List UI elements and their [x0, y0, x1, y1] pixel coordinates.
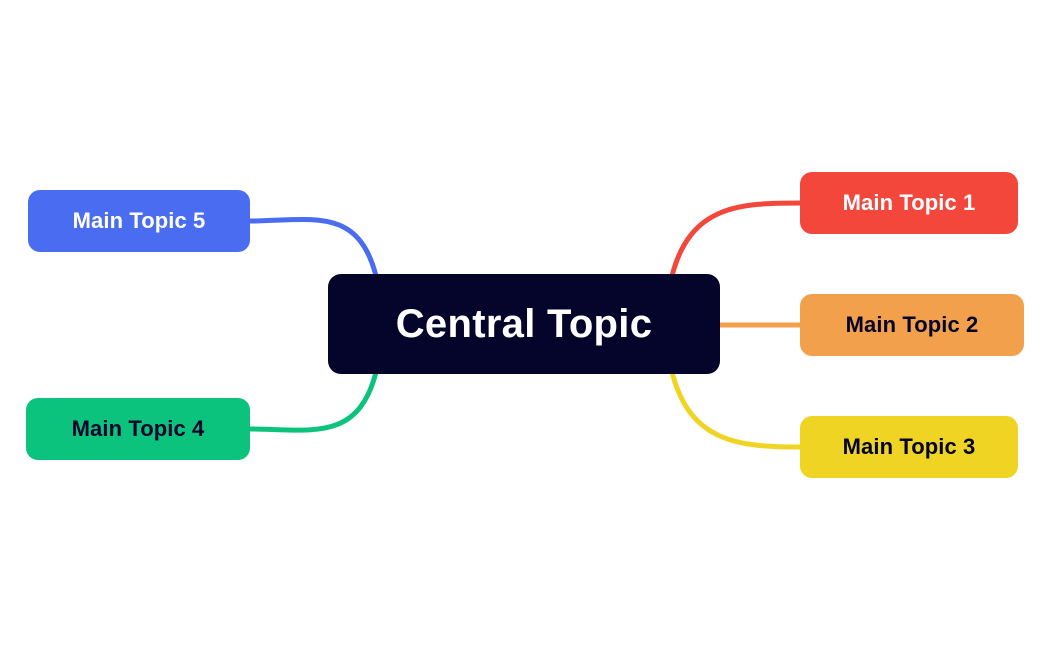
branch-node-topic-1[interactable]: Main Topic 1	[800, 172, 1018, 234]
branch-node-topic-2[interactable]: Main Topic 2	[800, 294, 1024, 356]
central-topic-label: Central Topic	[395, 301, 653, 346]
branch-label-topic-1: Main Topic 1	[842, 190, 976, 215]
branch-node-topic-5[interactable]: Main Topic 5	[28, 190, 250, 252]
connector-topic-3	[669, 369, 803, 450]
branch-label-topic-5: Main Topic 5	[72, 208, 206, 233]
branch-label-topic-4: Main Topic 4	[71, 416, 205, 441]
connector-topic-4	[247, 369, 379, 433]
branch-label-topic-3: Main Topic 3	[842, 434, 976, 459]
connector-topic-5	[247, 216, 379, 279]
branch-node-topic-4[interactable]: Main Topic 4	[26, 398, 250, 460]
central-topic-node[interactable]: Central Topic	[328, 274, 720, 374]
branch-label-topic-2: Main Topic 2	[845, 312, 979, 337]
connector-topic-1	[669, 200, 803, 279]
branch-node-topic-3[interactable]: Main Topic 3	[800, 416, 1018, 478]
